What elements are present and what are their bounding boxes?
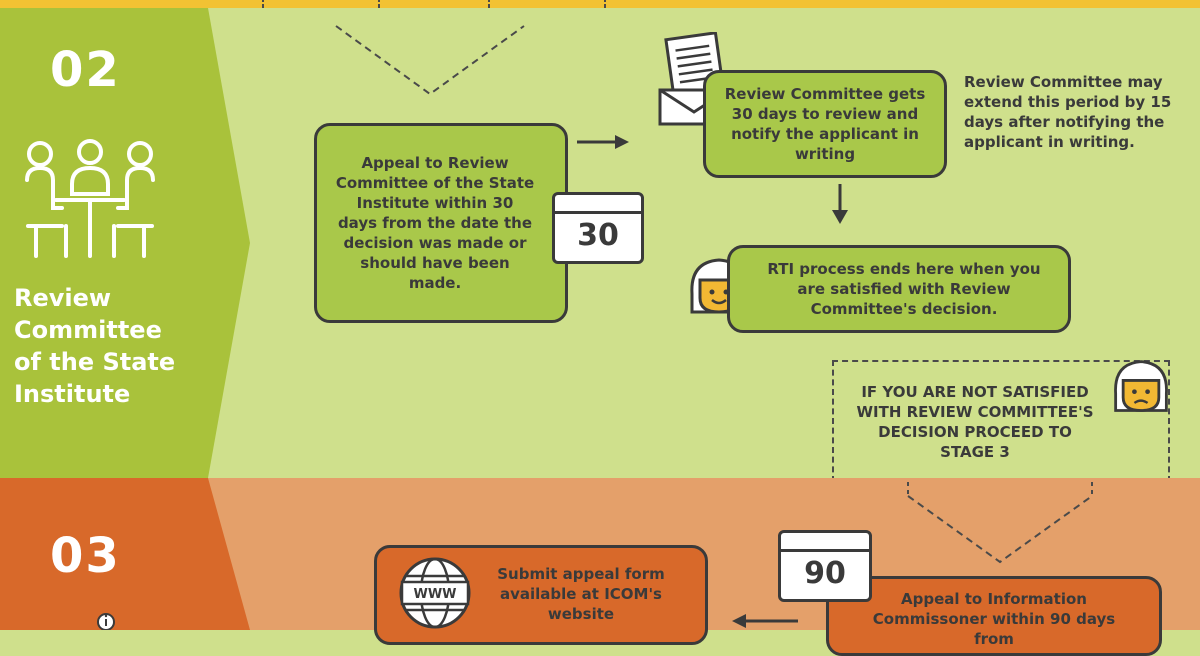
calendar-30-icon: 30 [552,192,644,264]
stage2-to-3-arrow [907,482,1093,564]
stage1-to-2-arrow [335,25,525,96]
unsatisfied-face-icon [1114,360,1168,412]
arrow-left-icon [732,614,798,628]
not-satisfied-text: IF YOU ARE NOT SATISFIED WITH REVIEW COM… [856,383,1094,461]
stage2-number: 02 [50,42,121,98]
stage1-band [0,0,1200,8]
info-icon [97,613,115,630]
stage2-title: Review Committee of the State Institute [14,284,176,408]
appeal-information-commissioner-box: Appeal to Information Commissoner within… [826,576,1162,656]
calendar-30-value: 30 [577,218,619,253]
calendar-90-icon: 90 [778,530,872,602]
arrow-right-icon [577,135,629,149]
stage3-sidebar [0,478,250,630]
meeting-people-icon [25,139,155,258]
extension-note: Review Committee may extend this period … [964,73,1172,151]
website-icon-label: WWW [413,587,456,602]
appeal-review-committee-box: Appeal to Review Committee of the State … [314,123,568,323]
review-period-box: Review Committee gets 30 days to review … [703,70,947,178]
stage3-number: 03 [50,528,121,584]
arrow-down-icon [832,184,848,224]
stage2-sidebar [0,8,250,478]
calendar-90-value: 90 [804,556,846,591]
website-globe-icon: WWW [399,557,471,629]
satisfied-end-box: RTI process ends here when you are satis… [727,245,1071,333]
